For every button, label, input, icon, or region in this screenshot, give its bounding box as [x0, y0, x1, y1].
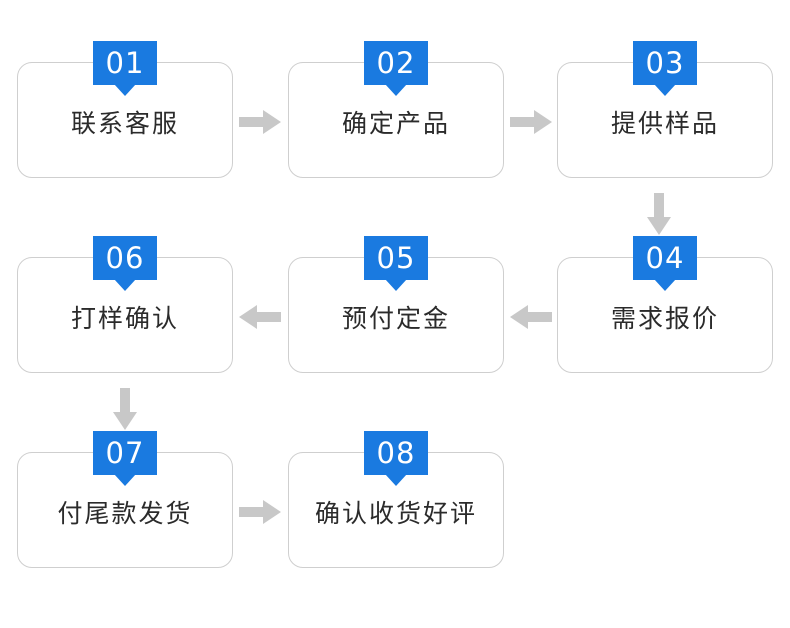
step-number-08: 08: [376, 435, 416, 470]
step-card-08[interactable]: 08 确认收货好评: [288, 431, 504, 568]
step-card-04[interactable]: 04 需求报价: [557, 236, 773, 373]
step-card-06[interactable]: 06 打样确认: [17, 236, 233, 373]
arrow-right-07-to-08: [239, 500, 281, 524]
step-label-03: 提供样品: [610, 108, 719, 138]
step-number-01: 01: [105, 45, 145, 80]
step-card-07[interactable]: 07 付尾款发货: [17, 431, 233, 568]
step-card-05[interactable]: 05 预付定金: [288, 236, 504, 373]
step-card-01[interactable]: 01 联系客服: [17, 41, 233, 178]
badge-pointer-icon: [654, 279, 676, 291]
badge-pointer-icon: [114, 84, 136, 96]
step-badge-01: 01: [93, 41, 157, 96]
arrow-right-01-to-02: [239, 110, 281, 134]
badge-pointer-icon: [654, 84, 676, 96]
step-label-08: 确认收货好评: [314, 498, 477, 528]
step-label-05: 预付定金: [341, 303, 450, 333]
badge-pointer-icon: [385, 84, 407, 96]
step-number-02: 02: [376, 45, 416, 80]
step-number-07: 07: [105, 435, 145, 470]
arrow-down-06-to-07: [113, 388, 137, 430]
step-badge-02: 02: [364, 41, 428, 96]
step-number-03: 03: [645, 45, 685, 80]
badge-pointer-icon: [114, 474, 136, 486]
step-number-04: 04: [645, 240, 685, 275]
step-label-01: 联系客服: [70, 108, 179, 138]
arrow-left-04-to-05: [510, 305, 552, 329]
step-label-04: 需求报价: [610, 303, 719, 333]
step-badge-08: 08: [364, 431, 428, 486]
step-label-06: 打样确认: [70, 303, 179, 333]
step-card-02[interactable]: 02 确定产品: [288, 41, 504, 178]
arrow-left-05-to-06: [239, 305, 281, 329]
step-badge-03: 03: [633, 41, 697, 96]
step-card-03[interactable]: 03 提供样品: [557, 41, 773, 178]
step-number-05: 05: [376, 240, 416, 275]
badge-pointer-icon: [114, 279, 136, 291]
step-label-02: 确定产品: [341, 108, 450, 138]
step-label-07: 付尾款发货: [57, 498, 193, 528]
badge-pointer-icon: [385, 279, 407, 291]
step-badge-04: 04: [633, 236, 697, 291]
badge-pointer-icon: [385, 474, 407, 486]
step-badge-07: 07: [93, 431, 157, 486]
step-number-06: 06: [105, 240, 145, 275]
arrow-down-03-to-04: [647, 193, 671, 235]
step-badge-05: 05: [364, 236, 428, 291]
arrow-right-02-to-03: [510, 110, 552, 134]
step-badge-06: 06: [93, 236, 157, 291]
